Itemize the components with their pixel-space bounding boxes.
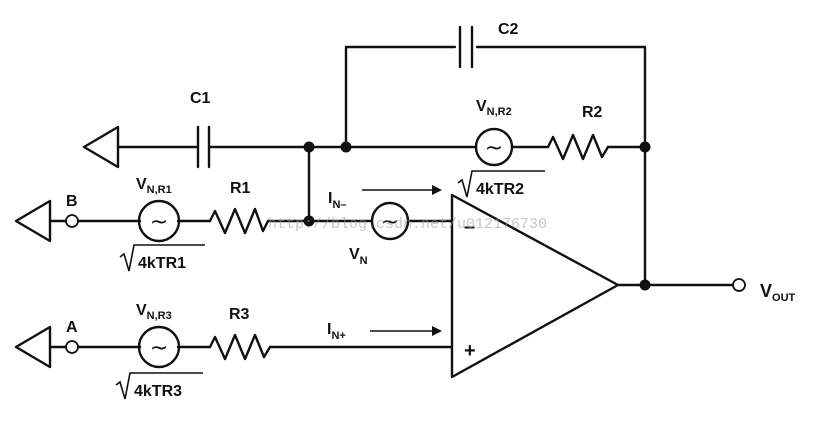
capacitor-c2: [458, 25, 474, 69]
junction-dot: [639, 279, 651, 291]
junction-dot: [303, 141, 315, 153]
label-sqrt-r3: 4kTR3: [134, 383, 182, 400]
label-sqrt-r2: 4kTR2: [476, 181, 524, 198]
label-vn: VN: [349, 246, 368, 267]
label-sqrt-r1: 4kTR1: [138, 255, 186, 272]
opamp-noninverting-sign: +: [464, 340, 476, 362]
noise-source-r1-icon: ~: [137, 199, 181, 243]
noise-source-r3-icon: ~: [137, 325, 181, 369]
opamp-triangle: [450, 193, 620, 379]
label-vn-r2: VN,R2: [476, 98, 512, 118]
label-r2: R2: [582, 104, 603, 121]
svg-text:~: ~: [150, 336, 168, 361]
label-r1: R1: [230, 180, 251, 197]
terminal-vout: [732, 278, 746, 292]
current-arrow-in-plus: [370, 326, 442, 336]
label-node-a: A: [66, 319, 78, 336]
label-in-plus: IN+: [327, 321, 346, 342]
ground-arrow-icon-b: [14, 199, 52, 243]
capacitor-c1: [196, 125, 211, 169]
label-c2: C2: [498, 21, 519, 38]
label-vn-r1: VN,R1: [136, 176, 172, 196]
resistor-r3: [208, 333, 272, 361]
label-c1: C1: [190, 90, 211, 107]
sqrt-radical-r2: [457, 170, 545, 198]
junction-dot: [340, 141, 352, 153]
terminal-a: [65, 340, 79, 354]
label-r3: R3: [229, 306, 250, 323]
watermark-text: http://blog.csdn.net/u012176730: [268, 216, 547, 233]
label-vout: VOUT: [760, 281, 796, 304]
sqrt-radical-r3: [115, 372, 203, 400]
terminal-b: [65, 214, 79, 228]
opamp-inverting-sign: –: [464, 216, 475, 238]
resistor-r1: [208, 207, 270, 235]
junction-dot: [639, 141, 651, 153]
ground-arrow-icon-c1: [82, 125, 120, 169]
svg-text:~: ~: [485, 136, 503, 161]
svg-text:~: ~: [381, 210, 399, 235]
c2-feedback-wire-right: [475, 45, 647, 149]
noise-source-vn-icon: ~: [370, 201, 410, 241]
junction-dot: [303, 215, 315, 227]
current-arrow-in-minus: [362, 185, 442, 195]
sqrt-radical-r1: [119, 244, 205, 272]
label-node-b: B: [66, 193, 78, 210]
resistor-r2: [546, 133, 610, 161]
svg-text:~: ~: [150, 210, 168, 235]
label-in-minus: IN–: [328, 190, 347, 211]
ground-arrow-icon-a: [14, 325, 52, 369]
label-vn-r3: VN,R3: [136, 302, 172, 322]
c2-feedback-wire: [344, 45, 457, 149]
noise-source-r2-icon: ~: [474, 127, 514, 167]
